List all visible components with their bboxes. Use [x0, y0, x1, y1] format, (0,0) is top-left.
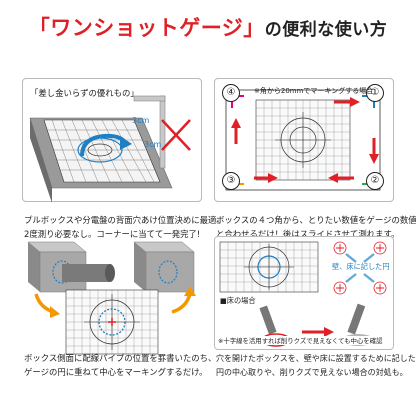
wall-circle-marks [333, 241, 387, 295]
panel-pipe-position: ボックス側面に配線パイプの位置を罫書いたのち、 ゲージの円に重ねて中心をマーキン… [22, 236, 216, 416]
title-highlight: 「ワンショットゲージ」 [28, 16, 265, 40]
pipe-position-illustration [27, 241, 196, 355]
pipe [62, 264, 110, 282]
dimension-vertical: 3cm [132, 116, 150, 125]
corner-gauge-illustration [225, 89, 381, 191]
caption-line: 穴を開けたボックスを、壁や床に設置するために記した [216, 354, 416, 363]
caption-line: ボックス側面に配線パイプの位置を罫書いたのち、 [24, 353, 217, 363]
caption-line: と合わせるだけ！後はスライドさせて測れます。 [216, 229, 400, 239]
corner-number-2: ② [366, 172, 384, 190]
caption-line: プルボックスや分電盤の背面穴あけ位置決めに最適。 [24, 215, 225, 225]
panel-corner-usage: 「差し金いらずの優れもの」 3cm 3cm プルボックスや分電盤の背面穴あけ位置… [22, 78, 225, 258]
corner-number-1: ① [366, 84, 384, 102]
caption-line: 円の中心取りや、削りクズで見えない場合の対処も。 [216, 368, 408, 377]
measurement-note: ※角から20mmでマーキングする場合 [254, 87, 374, 95]
drill-bit-right [347, 303, 366, 335]
floor-case-label: ■床の場合 [220, 296, 256, 305]
dimension-horizontal: 3cm [144, 140, 162, 149]
arrow-curve-right [171, 293, 192, 314]
pipe-outline-mark [158, 260, 178, 284]
wall-circle-label: 壁、床に記した円 [332, 262, 390, 271]
wall-pointer-arrows [345, 253, 375, 283]
caption-line: 2度測り必要なし。コーナーに当てて一発完了! [24, 229, 201, 239]
square-ruler [159, 95, 166, 169]
title-rest: の便利な使い方 [264, 20, 388, 40]
box-side [30, 118, 52, 203]
caption-line: ゲージの円に重ねて中心をマーキングするだけ。 [24, 367, 208, 377]
corner-usage-illustration [29, 95, 191, 203]
box-outline [225, 89, 381, 191]
corner-number-3: ③ [222, 172, 240, 190]
crosshair-note: ※十字線を活用すれば削りクズで見えなくても中心を確認 [218, 336, 383, 345]
box-right-side [145, 251, 195, 293]
wall-floor-illustration [219, 241, 387, 347]
box-left-front [28, 242, 40, 292]
caption-line: ボックスの４つ角から、とりたい数値をゲージの数値 [216, 215, 416, 225]
panel-box-corners: ④ ① ③ ② ※角から20mmでマーキングする場合 ボックスの４つ角から、とり… [214, 78, 416, 258]
drill-bit [259, 305, 277, 335]
panel-wall-floor: 壁、床に記した円 ■床の場合 ※十字線を活用すれば削りクズで見えなくても中心を確… [214, 236, 416, 416]
page-title: 「ワンショットゲージ」 の便利な使い方 [0, 0, 416, 54]
gauge-sheet [43, 119, 161, 183]
banner-label: 「差し金いらずの優れもの」 [30, 88, 139, 98]
corner-number-4: ④ [222, 84, 240, 102]
